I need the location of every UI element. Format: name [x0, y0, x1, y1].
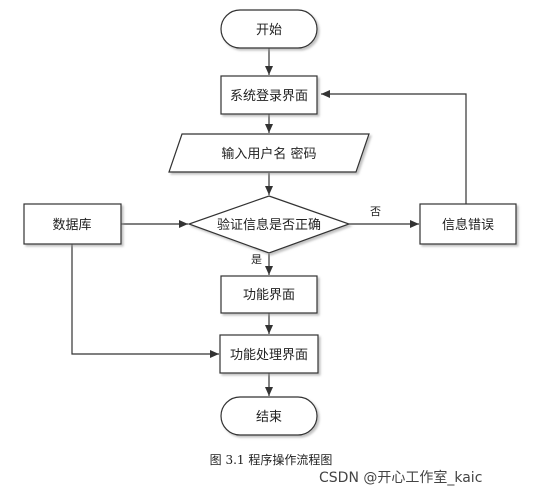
- input-parallelogram: [168, 133, 370, 173]
- edge-database-process: [71, 244, 219, 358]
- edge-error-login: [321, 90, 467, 204]
- error-box: [419, 203, 517, 245]
- connectors: [71, 48, 467, 396]
- login-box: [220, 75, 318, 115]
- error-label: 信息错误: [442, 217, 494, 233]
- login-label: 系统登录界面: [230, 89, 308, 104]
- end-label: 结束: [256, 410, 282, 425]
- yes-branch-label: 是: [251, 253, 262, 266]
- verify-label: 验证信息是否正确: [217, 217, 321, 233]
- function-box: [220, 275, 318, 314]
- database-label: 数据库: [52, 217, 91, 233]
- database-box: [23, 203, 122, 245]
- input-label: 输入用户名 密码: [221, 146, 316, 162]
- verify-diamond: [187, 195, 351, 254]
- start-label: 开始: [256, 23, 282, 38]
- function-label: 功能界面: [243, 288, 295, 303]
- no-branch-label: 否: [370, 205, 381, 218]
- watermark: CSDN @开心工作室_kaic: [319, 469, 482, 486]
- start-terminal: [220, 9, 318, 49]
- end-terminal: [220, 396, 318, 436]
- figure-caption: 图 3.1 程序操作流程图: [210, 452, 333, 467]
- process-label: 功能处理界面: [230, 348, 308, 363]
- process-box: [219, 334, 319, 374]
